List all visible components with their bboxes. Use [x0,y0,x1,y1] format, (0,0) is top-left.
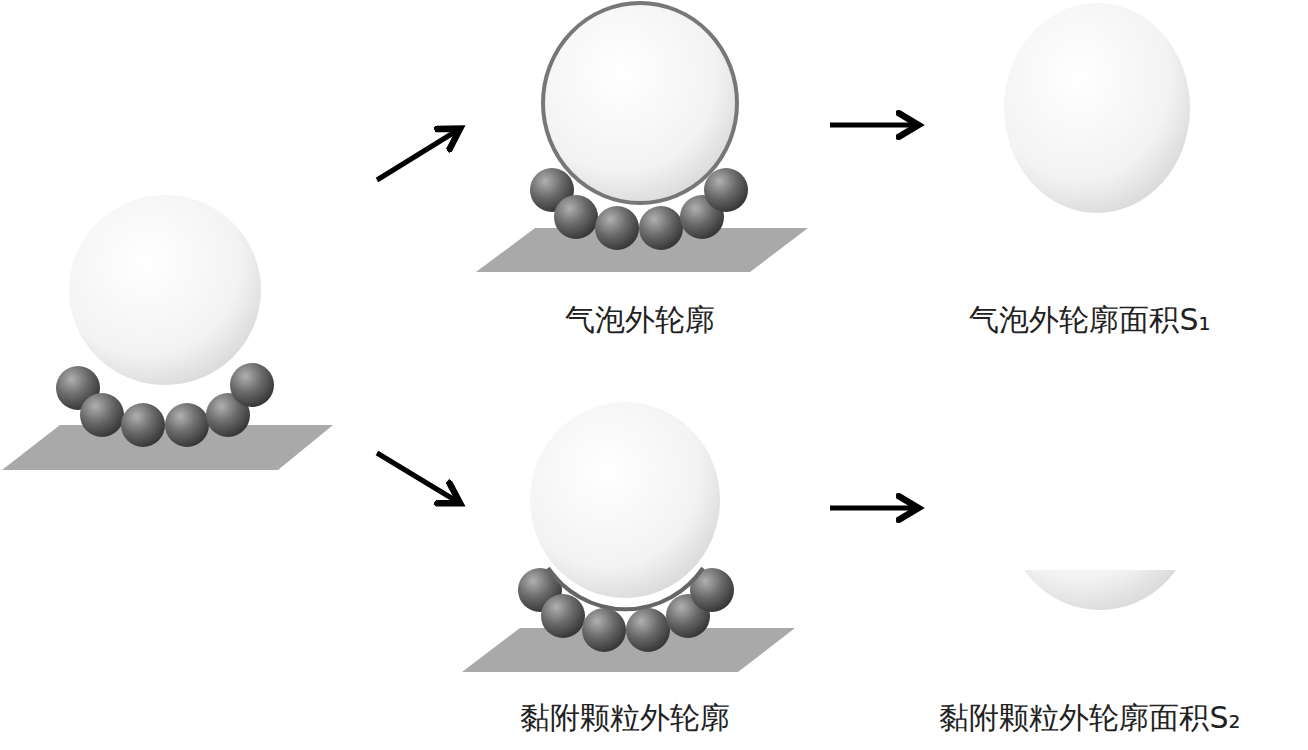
bubble-area [1004,3,1190,213]
bubble [530,402,720,598]
arrows [377,125,916,508]
caption-label: 气泡外轮廓面积S₁ [969,302,1210,338]
particle [80,393,124,437]
particle [541,594,585,638]
particles [530,168,748,250]
particle [165,403,209,447]
contact-area [1005,570,1195,610]
particle [121,403,165,447]
particle [582,608,626,652]
particles [56,363,274,447]
caption-label: 黏附颗粒外轮廓 [520,700,730,736]
particle-contact-outline [548,568,703,609]
particle [595,206,639,250]
bubble [69,195,261,385]
caption-label: 气泡外轮廓 [565,302,715,338]
particle [626,608,670,652]
particle [554,195,598,239]
particle [230,363,274,407]
particle [704,168,748,212]
bubble-outline [543,3,737,203]
particles [518,568,734,652]
particle [639,206,683,250]
caption-label: 黏附颗粒外轮廓面积S₂ [939,700,1240,736]
